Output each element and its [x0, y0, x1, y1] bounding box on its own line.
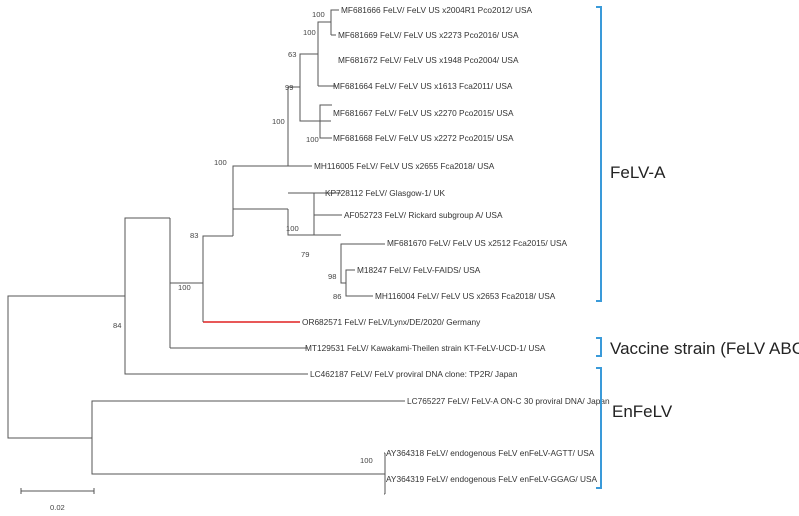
branch-second-pair: [319, 104, 326, 139]
clade-label-felva: FeLV-A: [610, 163, 666, 182]
leaf-labels: MF681666 FeLV/ FeLV US x2004R1 Pco2012/ …: [302, 5, 610, 484]
branch-n63: [317, 21, 331, 86]
bootstrap-value: 100: [360, 456, 373, 465]
leaf-label: KP728112 FeLV/ Glasgow-1/ UK: [325, 188, 446, 198]
branch-n99: [299, 53, 320, 122]
leaf-label: LC462187 FeLV/ FeLV proviral DNA clone: …: [310, 369, 518, 379]
leaf-label: MH116005 FeLV/ FeLV US x2655 Fca2018/ US…: [314, 161, 495, 171]
clade-label-vaccine: Vaccine strain (FeLV ABC): [610, 339, 799, 358]
leaf-label: MF681666 FeLV/ FeLV US x2004R1 Pco2012/ …: [341, 5, 533, 15]
leaf-label: MF681667 FeLV/ FeLV US x2270 Pco2015/ US…: [333, 108, 514, 118]
clade-label-enfelv: EnFeLV: [612, 402, 673, 421]
scale-bar-line: [20, 488, 95, 494]
branch-glasgow-group: [233, 208, 341, 236]
branch-n98: [340, 243, 385, 284]
bootstrap-value: 86: [333, 292, 341, 301]
bootstrap-value: 100: [272, 117, 285, 126]
branch-leaf-stubs-2: [326, 104, 332, 139]
clade-bracket-enfelv: [596, 367, 602, 489]
clade-bracket-felva: [596, 6, 602, 302]
branch-felva-root: [232, 165, 288, 236]
branch-enfelv-root: [91, 400, 405, 475]
bootstrap-value: 100: [178, 283, 191, 292]
bootstrap-value: 100: [286, 224, 299, 233]
leaf-label: AY364319 FeLV/ endogenous FeLV enFeLV-GG…: [386, 474, 598, 484]
bootstrap-value: 98: [328, 272, 336, 281]
leaf-label: MF681664 FeLV/ FeLV US x1613 Fca2011/ US…: [333, 81, 513, 91]
branch-top-pair: [330, 9, 337, 35]
leaf-label: MF681670 FeLV/ FeLV US x2512 Fca2015/ US…: [387, 238, 567, 248]
tree-branches: [7, 9, 405, 495]
leaf-label: M18247 FeLV/ FeLV-FAIDS/ USA: [357, 265, 481, 275]
leaf-label: MT129531 FeLV/ Kawakami-Theilen strain K…: [305, 343, 546, 353]
bootstrap-values: 100 100 63 99 100 100 100 100 79 98 86 8…: [113, 10, 373, 465]
branch-n86: [345, 269, 352, 297]
branch-root: [7, 295, 125, 439]
bootstrap-value: 100: [303, 28, 316, 37]
bootstrap-value: 84: [113, 321, 121, 330]
branch-n79: [313, 192, 341, 235]
bootstrap-value: 99: [285, 83, 293, 92]
bootstrap-value: 63: [288, 50, 296, 59]
scale-bar-label: 0.02: [50, 503, 65, 512]
leaf-label: LC765227 FeLV/ FeLV-A ON-C 30 proviral D…: [407, 396, 610, 406]
clade-bracket-vaccine: [596, 337, 602, 357]
branch-leaf-stubs-4: [384, 452, 385, 495]
bootstrap-value: 100: [306, 135, 319, 144]
leaf-label: MF681668 FeLV/ FeLV US x2272 Pco2015/ US…: [333, 133, 514, 143]
branch-n84: [124, 217, 308, 375]
bootstrap-value: 100: [214, 158, 227, 167]
bootstrap-value: 100: [312, 10, 325, 19]
bootstrap-value: 83: [190, 231, 198, 240]
leaf-label: MH116004 FeLV/ FeLV US x2653 Fca2018/ US…: [375, 291, 556, 301]
bootstrap-value: 79: [301, 250, 309, 259]
clade-brackets: FeLV-A Vaccine strain (FeLV ABC) EnFeLV: [596, 6, 799, 489]
scale-bar: 0.02: [20, 488, 95, 512]
branch-leaf-stubs-1: [331, 9, 339, 87]
leaf-label: MF681669 FeLV/ FeLV US x2273 Pco2016/ US…: [338, 30, 519, 40]
leaf-label-highlight: OR682571 FeLV/ FeLV/Lynx/DE/2020/ German…: [302, 317, 481, 327]
leaf-label: AY364318 FeLV/ endogenous FeLV enFeLV-AG…: [386, 448, 595, 458]
branch-upper-root: [287, 86, 300, 166]
leaf-label: MF681672 FeLV/ FeLV US x1948 Pco2004/ US…: [338, 55, 519, 65]
branch-n83: [202, 235, 233, 283]
branch-leaf-stubs-3: [352, 269, 373, 297]
leaf-label: AF052723 FeLV/ Rickard subgroup A/ USA: [344, 210, 503, 220]
